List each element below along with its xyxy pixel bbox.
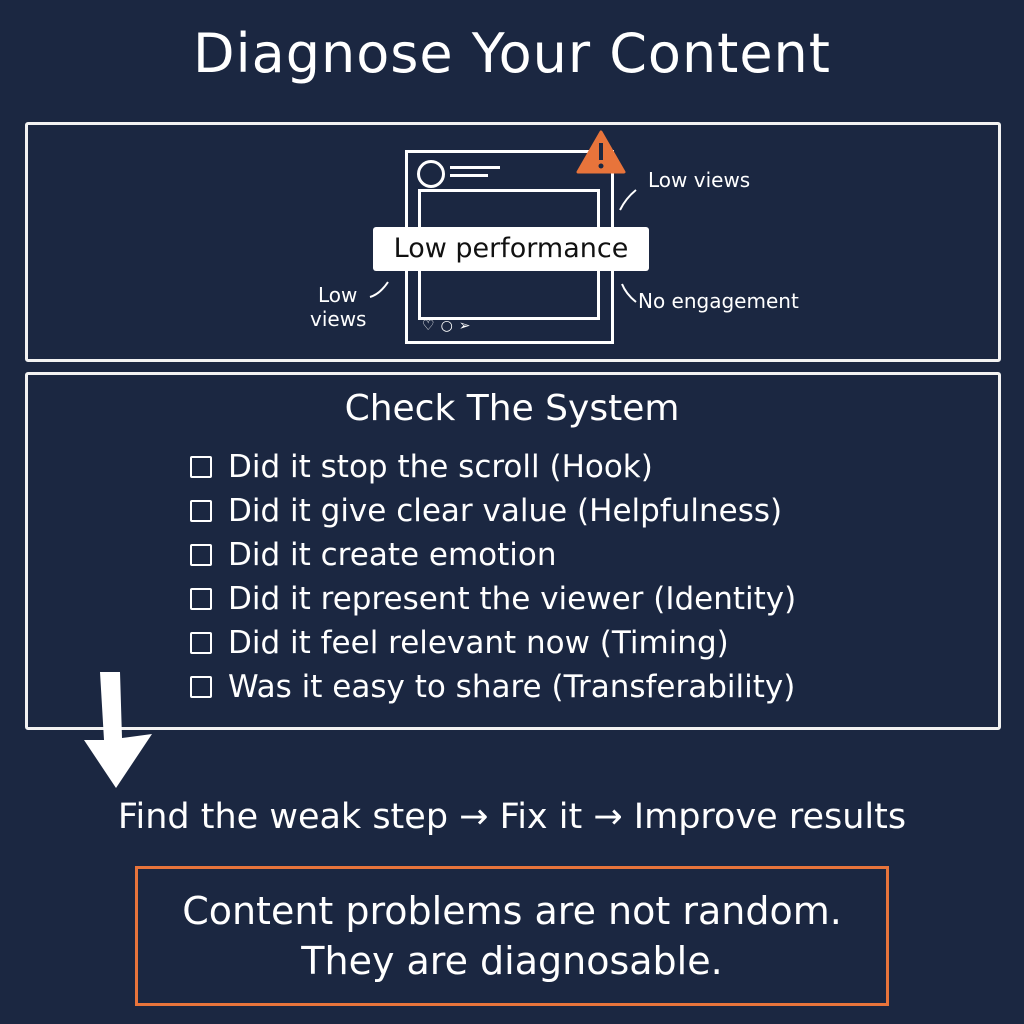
callout-line: They are diagnosable. bbox=[301, 939, 723, 983]
annotation-no-engagement: No engagement bbox=[638, 289, 799, 313]
annotation-low-views-left: views bbox=[310, 307, 367, 331]
checklist-panel bbox=[25, 372, 1001, 730]
comment-icon: ○ bbox=[440, 318, 459, 334]
checklist-title: Check The System bbox=[344, 388, 680, 429]
checkbox[interactable] bbox=[190, 544, 212, 566]
annotation-low-views-left: Low bbox=[318, 283, 358, 307]
checklist-item[interactable]: Did it give clear value (Helpfulness) bbox=[190, 489, 796, 533]
checklist-item[interactable]: Did it represent the viewer (Identity) bbox=[190, 577, 796, 621]
checklist-item[interactable]: Was it easy to share (Transferability) bbox=[190, 665, 796, 709]
checkbox[interactable] bbox=[190, 456, 212, 478]
key-takeaway-callout: Content problems are not random. They ar… bbox=[135, 866, 889, 1006]
post-header-line bbox=[450, 166, 500, 169]
share-icon: ➢ bbox=[458, 318, 477, 334]
post-action-icons: ♡○➢ bbox=[422, 318, 477, 334]
warning-triangle-icon bbox=[576, 130, 626, 174]
heart-icon: ♡ bbox=[422, 318, 441, 334]
low-performance-badge: Low performance bbox=[373, 227, 649, 271]
callout-line: Content problems are not random. bbox=[182, 889, 842, 933]
annotation-lines bbox=[369, 189, 637, 303]
checklist-item[interactable]: Did it stop the scroll (Hook) bbox=[190, 445, 796, 489]
process-flow-text: Find the weak step → Fix it → Improve re… bbox=[117, 797, 907, 837]
checklist-item[interactable]: Did it feel relevant now (Timing) bbox=[190, 621, 796, 665]
checkbox[interactable] bbox=[190, 588, 212, 610]
down-arrow-icon bbox=[84, 672, 152, 788]
checklist-item[interactable]: Did it create emotion bbox=[190, 533, 796, 577]
page-title: Diagnose Your Content bbox=[193, 22, 831, 85]
post-diagnosis-panel bbox=[25, 122, 1001, 362]
checkbox[interactable] bbox=[190, 676, 212, 698]
avatar-icon bbox=[417, 160, 445, 188]
annotation-low-views: Low views bbox=[648, 168, 751, 192]
checkbox[interactable] bbox=[190, 632, 212, 654]
checklist: Did it stop the scroll (Hook) Did it giv… bbox=[190, 445, 796, 709]
post-header-line bbox=[450, 174, 488, 177]
checkbox[interactable] bbox=[190, 500, 212, 522]
